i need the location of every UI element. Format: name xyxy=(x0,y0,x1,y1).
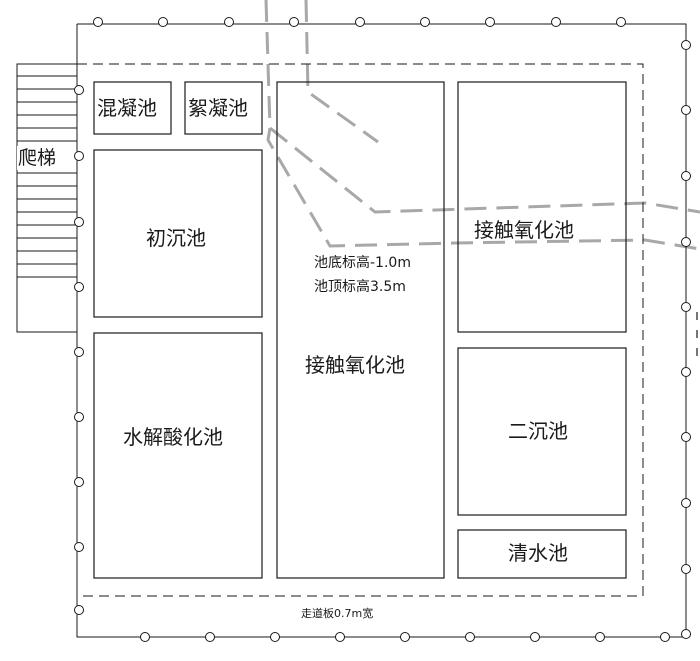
secondary-settling-tank xyxy=(457,347,627,516)
bottom-elevation-note: 池底标高-1.0m xyxy=(314,254,411,271)
flocculation-tank-label: 絮凝池 xyxy=(188,96,248,120)
primary-settling-tank xyxy=(93,149,263,318)
secondary-settling-tank-label: 二沉池 xyxy=(508,419,568,443)
road-edge-lower-2 xyxy=(266,127,700,251)
mixing-tank-label: 混凝池 xyxy=(97,96,157,120)
road-edge-lower xyxy=(304,0,379,144)
railing-posts xyxy=(74,17,691,642)
contact-oxidation-tank-right xyxy=(457,81,627,333)
flocculation-tank xyxy=(184,81,263,135)
ladder-label: 爬梯 xyxy=(18,147,56,169)
walkway-width-label: 走道板0.7m宽 xyxy=(301,606,373,620)
contact-oxidation-tank-right-label: 接触氧化池 xyxy=(474,218,574,242)
contact-oxidation-tank-center xyxy=(276,81,445,579)
railing xyxy=(76,23,687,638)
mixing-tank xyxy=(93,81,172,135)
top-elevation-note: 池顶标高3.5m xyxy=(314,278,406,295)
inner-boundary xyxy=(76,63,644,597)
clear-water-tank-label: 清水池 xyxy=(508,541,568,565)
road-edge-upper xyxy=(264,0,700,214)
clear-water-tank xyxy=(457,529,627,579)
hydrolysis-acidification-tank-label: 水解酸化池 xyxy=(123,425,223,449)
ladder xyxy=(16,63,78,333)
ladder-label-bg xyxy=(17,146,69,170)
contact-oxidation-tank-center-label: 接触氧化池 xyxy=(305,353,405,377)
hydrolysis-acidification-tank xyxy=(93,332,263,579)
primary-settling-tank-label: 初沉池 xyxy=(146,226,206,250)
road-band xyxy=(264,0,700,251)
